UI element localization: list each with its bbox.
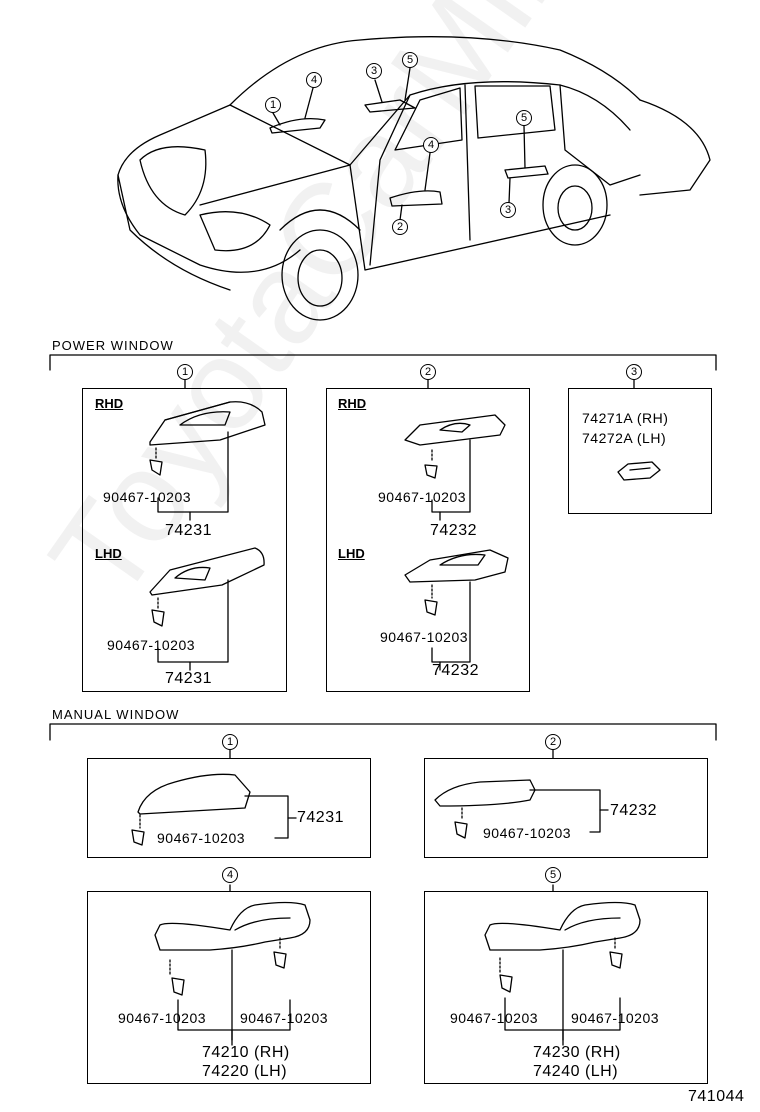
power-window-title: POWER WINDOW bbox=[52, 338, 174, 353]
car-callout-1: 1 bbox=[265, 97, 281, 113]
pw1-lhd-label: LHD bbox=[95, 546, 122, 561]
car-callout-5b: 5 bbox=[516, 110, 532, 126]
mw1-bezel-art bbox=[131, 773, 297, 846]
pw2-lhd-part: 74232 bbox=[432, 662, 479, 679]
car-callout-3: 3 bbox=[366, 63, 382, 79]
pw-callout-2: 2 bbox=[420, 364, 436, 380]
pw3-switch-art bbox=[617, 461, 661, 481]
pw1-lhd-clip: 90467-10203 bbox=[107, 637, 196, 653]
mw4-handle-art bbox=[154, 901, 311, 1046]
pw1-rhd-clip: 90467-10203 bbox=[103, 489, 192, 505]
pw2-rhd-part: 74232 bbox=[430, 522, 477, 539]
car-callout-3b: 3 bbox=[500, 202, 516, 218]
car-callout-4: 4 bbox=[306, 72, 322, 88]
pw2-lhd-label: LHD bbox=[338, 546, 365, 561]
mw-box-4 bbox=[87, 891, 371, 1084]
mw5-part-rh: 74230 (RH) bbox=[533, 1044, 621, 1061]
mw2-bezel-art bbox=[434, 779, 609, 839]
mw5-handle-art bbox=[484, 901, 641, 1046]
mw2-part: 74232 bbox=[610, 802, 657, 819]
pw-box-1 bbox=[82, 388, 287, 692]
mw-box-2 bbox=[424, 758, 708, 858]
pw2-rhd-clip: 90467-10203 bbox=[378, 489, 467, 505]
pw-box-3 bbox=[568, 388, 712, 514]
pw2-rhd-switch-art bbox=[404, 414, 506, 521]
pw3-part-lh: 74272A (LH) bbox=[582, 430, 667, 446]
mw5-clip-left: 90467-10203 bbox=[450, 1010, 539, 1026]
pw1-rhd-label: RHD bbox=[95, 396, 124, 411]
car-callout-5: 5 bbox=[402, 52, 418, 68]
manual-window-title: MANUAL WINDOW bbox=[52, 707, 180, 722]
pw1-lhd-switch-art bbox=[149, 547, 265, 671]
pw2-lhd-switch-art bbox=[404, 549, 509, 671]
pw-callout-1: 1 bbox=[177, 364, 193, 380]
car-callout-2: 2 bbox=[392, 219, 408, 235]
mw-callout-4: 4 bbox=[222, 867, 238, 883]
pw2-rhd-label: RHD bbox=[338, 396, 367, 411]
pw-callout-3: 3 bbox=[626, 364, 642, 380]
mw4-part-rh: 74210 (RH) bbox=[202, 1044, 290, 1061]
car-callout-4b: 4 bbox=[423, 137, 439, 153]
mw-box-5 bbox=[424, 891, 708, 1084]
mw5-part-lh: 74240 (LH) bbox=[533, 1063, 619, 1080]
mw4-part-lh: 74220 (LH) bbox=[202, 1063, 288, 1080]
mw-box-1 bbox=[87, 758, 371, 858]
pw1-lhd-part: 74231 bbox=[165, 670, 212, 687]
mw2-clip: 90467-10203 bbox=[483, 825, 572, 841]
mw1-part: 74231 bbox=[297, 809, 344, 826]
pw-box-2 bbox=[326, 388, 530, 692]
mw5-clip-right: 90467-10203 bbox=[571, 1010, 660, 1026]
pw2-lhd-clip: 90467-10203 bbox=[380, 629, 469, 645]
mw-callout-5: 5 bbox=[545, 867, 561, 883]
mw-callout-2: 2 bbox=[545, 734, 561, 750]
car-illustration bbox=[117, 36, 711, 321]
pw1-rhd-switch-art bbox=[149, 401, 266, 521]
diagram-number: 741044 bbox=[688, 1088, 745, 1105]
mw1-clip: 90467-10203 bbox=[157, 830, 246, 846]
mw4-clip-left: 90467-10203 bbox=[118, 1010, 207, 1026]
mw4-clip-right: 90467-10203 bbox=[240, 1010, 329, 1026]
pw1-rhd-part: 74231 bbox=[165, 522, 212, 539]
pw3-part-rh: 74271A (RH) bbox=[582, 410, 669, 426]
mw-callout-1: 1 bbox=[222, 734, 238, 750]
